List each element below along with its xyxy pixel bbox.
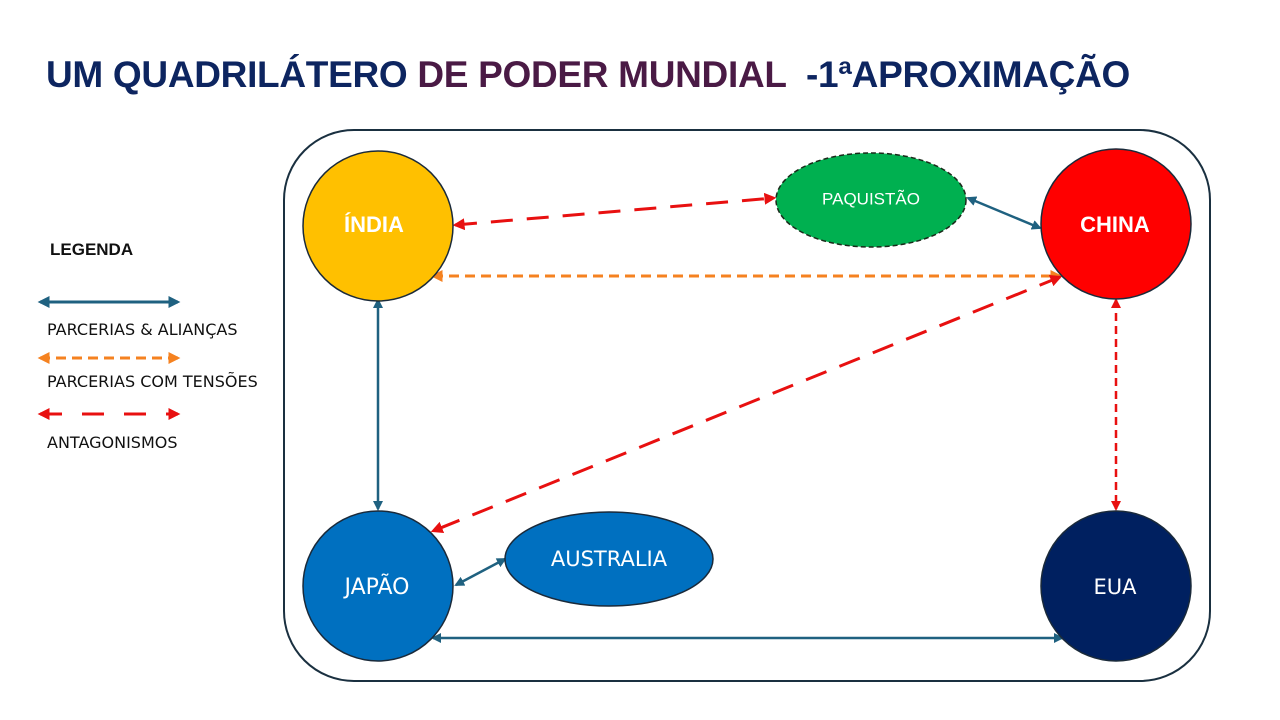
node-japao-label: JAPÃO [343, 573, 410, 600]
link-india-paquistao [452, 192, 777, 231]
page-title: UM QUADRILÁTERO DE PODER MUNDIAL -1ªAPRO… [46, 54, 1130, 96]
link-paquistao-china [966, 196, 1042, 230]
node-china-label: CHINA [1080, 212, 1150, 237]
link-japao-australia [454, 557, 507, 587]
legend-title: LEGENDA [50, 240, 134, 259]
title-part-2: DE PODER MUNDIAL [417, 54, 786, 95]
node-australia: AUSTRALIA [504, 511, 714, 607]
node-paquistao: PAQUISTÃO [775, 152, 967, 248]
legend-label-antagonisms: ANTAGONISMOS [47, 433, 178, 452]
node-eua: EUA [1040, 510, 1192, 662]
title-part-3: -1ªAPROXIMAÇÃO [786, 54, 1130, 95]
legend-label-tensions: PARCERIAS COM TENSÕES [47, 372, 258, 391]
node-japao: JAPÃO [302, 510, 454, 662]
node-eua-label: EUA [1093, 575, 1137, 599]
node-australia-label: AUSTRALIA [551, 547, 668, 571]
legend-label-alliances: PARCERIAS & ALIANÇAS [47, 320, 238, 339]
node-china: CHINA [1040, 148, 1192, 300]
node-paquistao-label: PAQUISTÃO [822, 189, 920, 208]
node-india: ÍNDIA [302, 150, 454, 302]
node-india-label: ÍNDIA [344, 212, 404, 237]
title-part-1: UM QUADRILÁTERO [46, 54, 418, 95]
link-china-japao [430, 275, 1063, 533]
diagram-frame [283, 129, 1211, 682]
